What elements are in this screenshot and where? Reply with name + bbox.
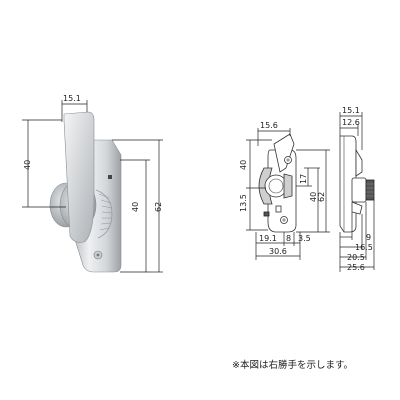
handedness-note: ※本図は右勝手を示します。 [232, 359, 353, 371]
front-dimensions: 15.6 40 13.5 17 40 62 19.1 8 3.5 30.6 [239, 121, 330, 260]
front-dim-inner-17: 17 [299, 174, 308, 184]
side-dim-top-12-6: 12.6 [342, 118, 360, 127]
photo-dimensions: 15.1 40 40 62 [22, 94, 163, 273]
front-dim-height-upper: 40 [239, 160, 248, 170]
front-dim-bottom-8: 8 [286, 234, 291, 243]
side-view-drawing [339, 135, 375, 233]
front-dim-bottom-3-5: 3.5 [298, 234, 311, 243]
photo-dim-height-upper: 40 [23, 160, 32, 170]
side-dimensions: 15.1 12.6 9 16.5 20.5 25.6 [339, 106, 375, 272]
side-dim-right-20-5: 20.5 [347, 253, 365, 262]
side-dim-right-25-6: 25.6 [347, 263, 365, 272]
photo-dim-width-top: 15.1 [63, 94, 81, 103]
front-dim-inner-40: 40 [309, 192, 318, 202]
front-dim-height-left-lower: 13.5 [239, 194, 248, 212]
photo-dim-height-total: 62 [154, 202, 163, 212]
front-view-drawing [258, 133, 297, 233]
front-dim-height-total: 62 [317, 192, 326, 202]
side-dim-right-9: 9 [366, 233, 371, 242]
photo-dim-height-lower: 40 [131, 202, 140, 212]
side-dim-right-16-5: 16.5 [355, 243, 373, 252]
product-photo [49, 111, 122, 273]
front-dim-bottom-19-1: 19.1 [259, 234, 277, 243]
front-dim-width-top: 15.6 [260, 121, 278, 130]
side-dim-top-15-1: 15.1 [342, 106, 360, 115]
front-dim-bottom-total: 30.6 [269, 247, 287, 256]
